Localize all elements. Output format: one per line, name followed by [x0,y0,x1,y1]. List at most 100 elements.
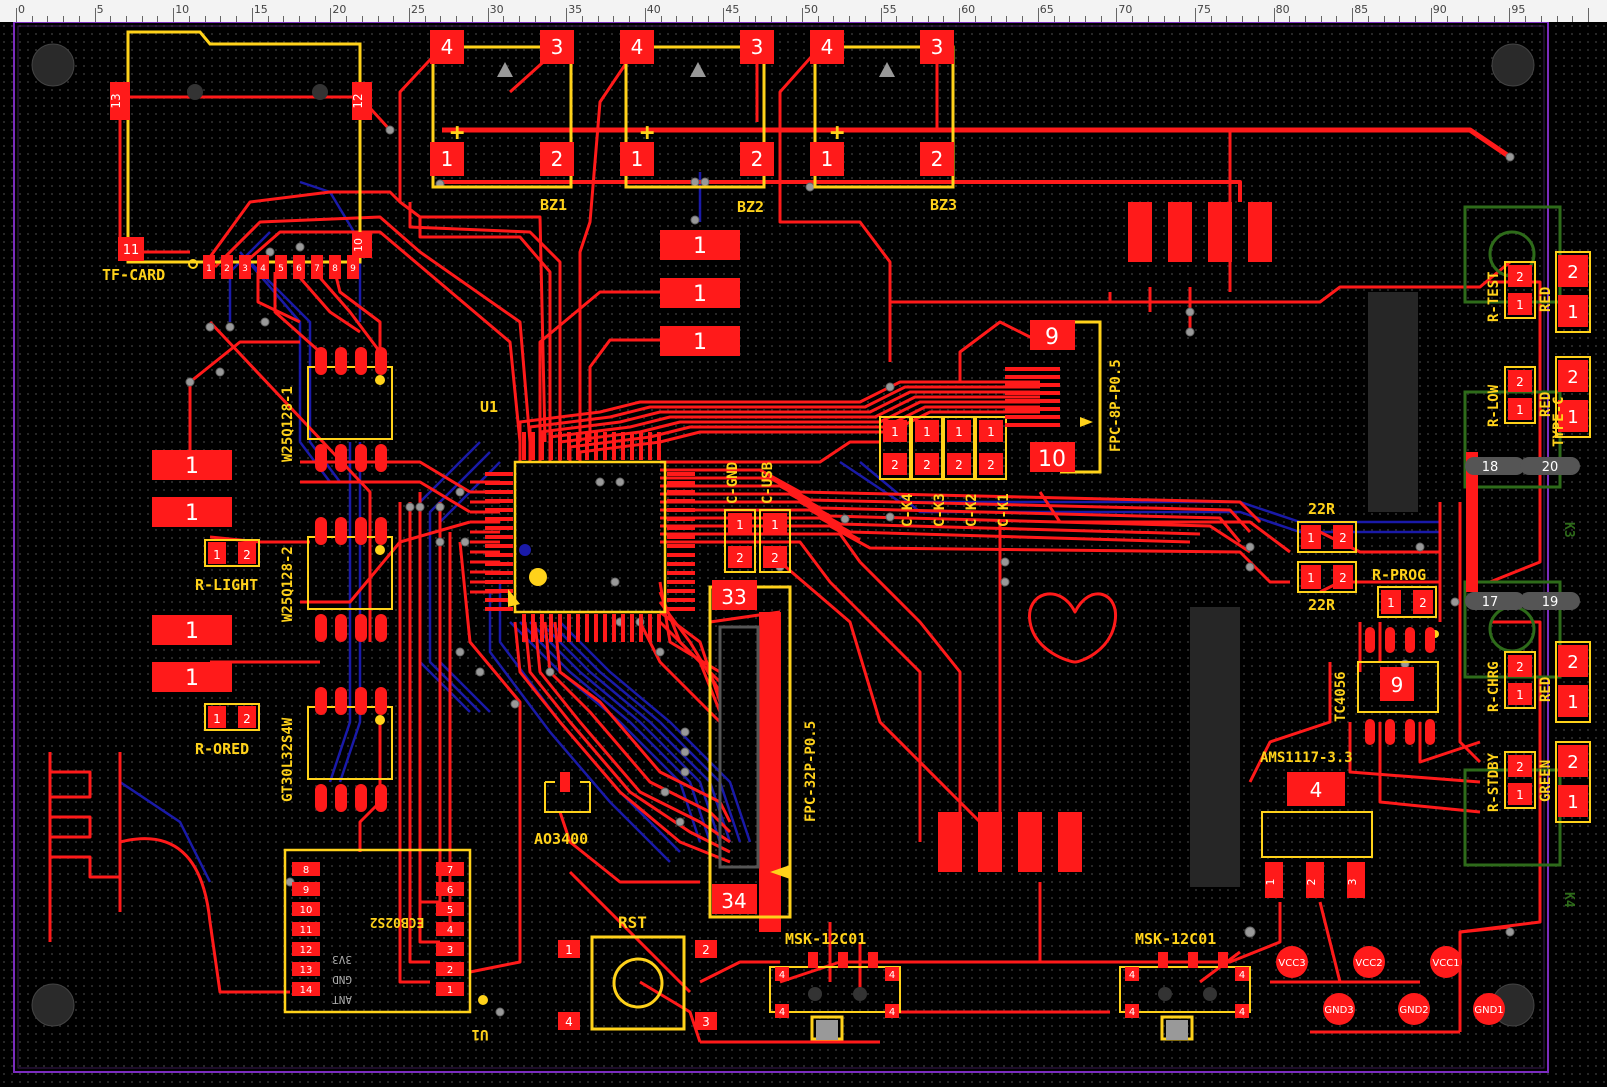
vcc3-label: VCC3 [1278,958,1305,969]
soic-pin [375,347,387,375]
ruler-tick [1116,8,1118,22]
mcu-pin [648,614,652,642]
pad-label: 2 [1567,367,1578,388]
ruler-tick [833,16,835,22]
ruler-tick [1352,8,1354,22]
ruler-tick [1477,16,1479,22]
mcu-pin [667,562,695,566]
pad-label: 3 [702,1015,710,1029]
ruler-tick [1383,16,1385,22]
mcu-pin [485,517,513,521]
gnd1-label: GND1 [1474,1005,1503,1016]
ruler-label: 30 [489,3,504,16]
buzzer-bz2[interactable]: 4 3 1 2 + BZ2 [620,30,774,216]
tf-card-pin [275,255,287,279]
resistor-22r-top[interactable]: 1 2 22R [1297,500,1357,553]
pad-label: 3 [751,35,764,59]
capacitor-c-k2[interactable]: 1 2 C-K2 [943,416,980,527]
ruler-tick [1037,8,1039,22]
usb-type-c-connector[interactable]: 18 20 17 19 TYPE-C K3 K4 [1465,396,1580,908]
ao3400-label: AO3400 [534,830,588,848]
reset-button[interactable]: 1 2 4 3 RST [558,913,717,1031]
test-pads-center[interactable]: 1 1 1 [660,230,740,356]
pad-label: 2 [1567,752,1578,773]
pad-label: 4 [565,1015,573,1029]
pad-label: 1 [565,943,573,957]
key-pads-bottom[interactable] [938,812,1082,872]
resistor-r-ored[interactable]: 1 2 R-ORED [195,703,260,758]
pad-label: 2 [891,458,899,472]
pad-label: 8 [332,264,338,274]
power-test-points[interactable]: VCC3 VCC2 VCC1 GND3 GND2 GND1 [1276,946,1505,1025]
capacitor-c-usb[interactable]: 1 2 C-USB [759,462,791,573]
ruler-tick [1147,16,1149,22]
capacitor-c-k3[interactable]: 1 2 C-K3 [911,416,948,527]
mcu-pin [667,508,695,512]
mcu-pin [657,614,661,642]
resistor-r-prog[interactable]: 1 2 R-PROG [1372,566,1437,618]
ruler-tick [660,16,662,22]
pad-label: 1 [923,425,931,439]
mcu-pin [621,432,625,460]
pad-label: 1 [206,264,212,274]
w25q128-2-chip[interactable]: W25Q128-2 [280,536,393,622]
ecb-pin [292,862,320,876]
regulator-ams1117[interactable]: 4 1 2 3 AMS1117-3.3 [1260,750,1373,898]
ruler-tick [1540,16,1542,22]
pad-label: 2 [1516,660,1524,674]
fpc-8p-label: FPC-8P-P0.5 [1108,359,1124,452]
led-resistor-label: R-LOW [1486,384,1502,427]
ruler-tick [676,16,678,22]
w25q128-1-chip[interactable]: W25Q128-1 [280,366,393,462]
gt30l32s4w-chip[interactable]: GT30L32S4W [280,706,393,802]
fpc-pin [1005,375,1060,379]
ruler-tick [220,16,222,22]
fpc-32p-connector[interactable]: 33 34 FPC-32P-P0.5 [708,580,819,919]
capacitor-c-k4[interactable]: 1 2 C-K4 [879,416,916,527]
ruler-tick [1462,16,1464,22]
mcu-pin [667,544,695,548]
led-color-label: RED [1538,677,1554,702]
mcu-pin [485,526,513,530]
pad-label: 4 [447,925,453,936]
mosfet-ao3400[interactable]: AO3400 [534,772,591,848]
pad-label: 1 [955,425,963,439]
vcc2-label: VCC2 [1355,958,1382,969]
slide-switch-left[interactable]: 4 4 4 4 MSK-12C01 [769,930,901,1041]
buzzer-bz1[interactable]: 4 3 1 2 + BZ1 [430,30,574,214]
ecb-pin [292,922,320,936]
buzzer-bz3[interactable]: 4 3 1 2 + BZ3 [810,30,957,214]
capacitor-c-k1[interactable]: 1 2 C-K1 [975,416,1012,527]
fpc-pin [1005,415,1060,419]
ecb-pin [292,982,320,996]
ruler-tick [487,8,489,22]
ruler-tick [361,16,363,22]
charger-ic-tc4056[interactable]: 9 TC4056 [1333,627,1439,745]
slide-switch-right[interactable]: 4 4 4 4 MSK-12C01 [1119,930,1251,1041]
capacitor-c-gnd[interactable]: 1 2 C-GND [724,462,756,573]
fpc-pin [1005,367,1060,371]
vias [185,125,1515,1017]
key-pads-top[interactable] [1128,202,1272,262]
test-pads-left[interactable]: 1 1 1 1 [152,450,232,692]
ruler-tick [707,16,709,22]
ruler-tick [236,16,238,22]
pad-label: 1 [1307,571,1315,585]
mcu-pin [585,432,589,460]
c-gnd-label: C-GND [725,462,741,504]
resistor-22r-bottom[interactable]: 1 2 22R [1297,561,1357,614]
pad-label: 1 [1567,692,1578,713]
mcu-u1[interactable]: U1 [480,398,695,642]
led-pad [1558,785,1588,817]
resistor-r-light[interactable]: 1 2 R-LIGHT [195,539,260,594]
pad-label: 3 [551,35,564,59]
soic-pin [355,687,367,715]
fpc-8p-connector[interactable]: 9 10 FPC-8P-P0.5 [1005,320,1124,474]
pad-label: 10 [300,905,313,916]
ruler-tick [283,16,285,22]
